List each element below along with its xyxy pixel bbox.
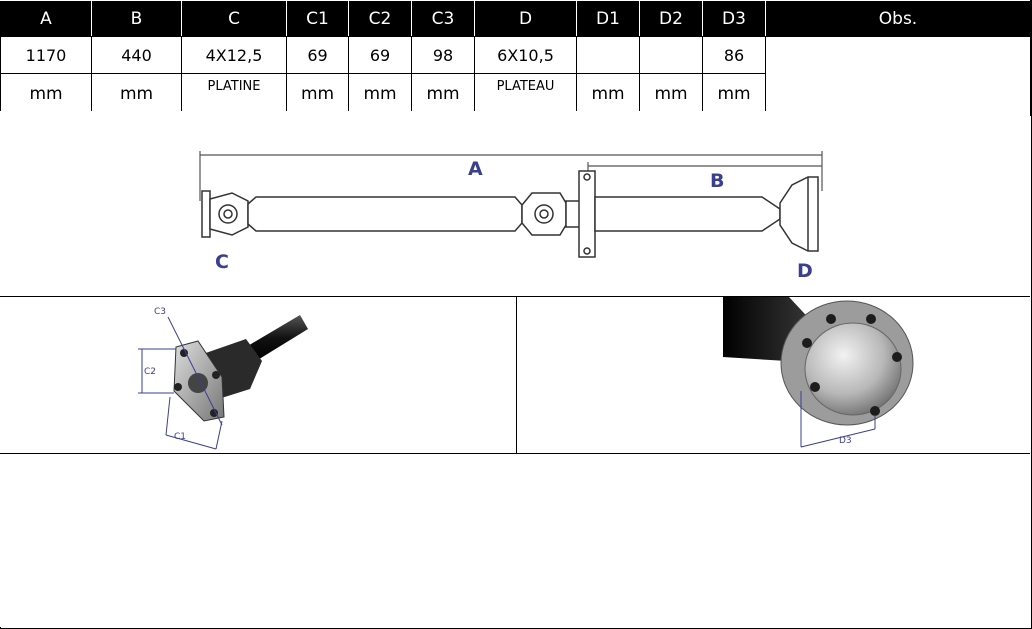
unit-d1: mm (576, 73, 640, 116)
header-c: C (181, 0, 287, 37)
spec-table: A B C C1 C2 C3 D D1 D2 D3 Obs. 1170 440 … (0, 0, 1031, 116)
value-c2: 69 (348, 36, 412, 74)
header-b: B (91, 0, 182, 37)
unit-b: mm (91, 73, 182, 116)
unit-c3: mm (411, 73, 475, 116)
header-d2: D2 (639, 0, 703, 37)
header-row: A B C C1 C2 C3 D D1 D2 D3 Obs. (0, 0, 1031, 37)
header-c1: C1 (286, 0, 349, 37)
header-d: D (474, 0, 577, 37)
label-a: A (468, 158, 483, 180)
label-d: D (797, 260, 813, 282)
rear-tube (594, 196, 781, 232)
header-c3: C3 (411, 0, 475, 37)
unit-c2: mm (348, 73, 412, 116)
label-c: C (215, 251, 229, 273)
value-d: 6X10,5 (474, 36, 577, 74)
header-c2: C2 (348, 0, 412, 37)
value-a: 1170 (0, 36, 92, 74)
obs-cell (765, 36, 1031, 116)
unit-d: PLATEAU (474, 73, 577, 116)
flange-cap (804, 322, 902, 416)
unit-c1: mm (286, 73, 349, 116)
values-row: 1170 440 4X12,5 69 69 98 6X10,5 86 (0, 36, 1031, 116)
unit-d2: mm (639, 73, 703, 116)
center-bearing (578, 170, 596, 258)
label-d3: D3 (839, 436, 852, 446)
detail-d-illustration: D3 (723, 297, 914, 448)
value-c: 4X12,5 (181, 36, 287, 74)
value-d2 (639, 36, 703, 74)
label-b: B (710, 170, 724, 192)
header-d1: D1 (576, 0, 640, 37)
value-c3: 98 (411, 36, 475, 74)
main-tube (247, 196, 523, 232)
header-a: A (0, 0, 92, 37)
detail-c-illustration: C3 C2 C1 (138, 307, 308, 450)
notes-area (0, 454, 1030, 627)
value-b: 440 (91, 36, 182, 74)
units-row: mm mm PLATINE mm mm mm PLATEAU mm mm mm (0, 73, 1031, 116)
value-d3: 86 (702, 36, 766, 74)
unit-c: PLATINE (181, 73, 287, 116)
detail-c-panel: C3 C2 C1 (0, 297, 517, 454)
flange-c (201, 190, 211, 238)
header-obs: Obs. (765, 0, 1031, 37)
unit-d3: mm (702, 73, 766, 116)
label-c3: C3 (154, 307, 166, 317)
label-c1: C1 (174, 432, 186, 442)
detail-d-panel: D3 (517, 297, 1030, 454)
flange-d (779, 176, 819, 252)
label-c2: C2 (144, 367, 156, 377)
value-d1 (576, 36, 640, 74)
unit-a: mm (0, 73, 92, 116)
driveshaft-diagram-panel: A B C D (0, 111, 1030, 297)
driveshaft-diagram: A B C D (199, 151, 823, 282)
value-c1: 69 (286, 36, 349, 74)
shaft-tube (246, 315, 308, 361)
header-d3: D3 (702, 0, 766, 37)
